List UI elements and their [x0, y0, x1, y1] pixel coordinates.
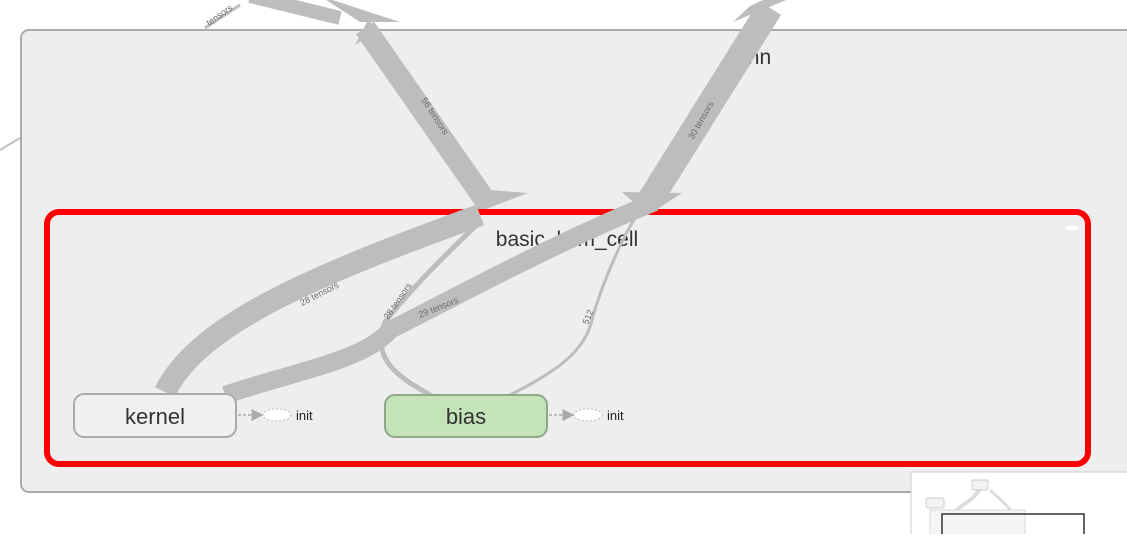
bias-init-label: init — [607, 408, 624, 423]
kernel-node[interactable] — [73, 393, 237, 438]
edge-top-left — [204, 3, 241, 30]
edge-top-incoming-head — [326, 0, 400, 22]
minimap[interactable] — [910, 471, 1127, 539]
edge-56-head-top — [355, 20, 380, 45]
edge-label-top-left: tensors — [204, 2, 234, 27]
edge-30-tensors — [638, 1, 782, 207]
group-collapse-button[interactable] — [1066, 226, 1078, 230]
minimap-node-a — [971, 479, 989, 491]
bias-node[interactable] — [384, 394, 548, 438]
edge-bias-28 — [378, 218, 484, 399]
edge-kernel-29-arrowhead — [622, 192, 682, 215]
edge-kernel-28 — [155, 204, 484, 398]
edge-top-incoming-stub — [248, 0, 342, 25]
edge-kernel-29 — [222, 193, 659, 404]
minimap-node-b — [925, 497, 945, 509]
edge-56-arrowhead — [470, 190, 528, 215]
edge-30-arrowhead — [733, 0, 786, 22]
minimap-viewport[interactable] — [941, 513, 1085, 539]
edge-bias-512 — [507, 209, 642, 398]
kernel-init-node[interactable] — [262, 408, 292, 422]
bias-node-label: bias — [446, 404, 486, 429]
bias-init-node[interactable] — [573, 408, 603, 422]
kernel-init-label: init — [296, 408, 313, 423]
edge-left-exit — [0, 137, 21, 151]
edge-56-tensors — [355, 21, 495, 207]
kernel-node-label: kernel — [125, 404, 185, 429]
